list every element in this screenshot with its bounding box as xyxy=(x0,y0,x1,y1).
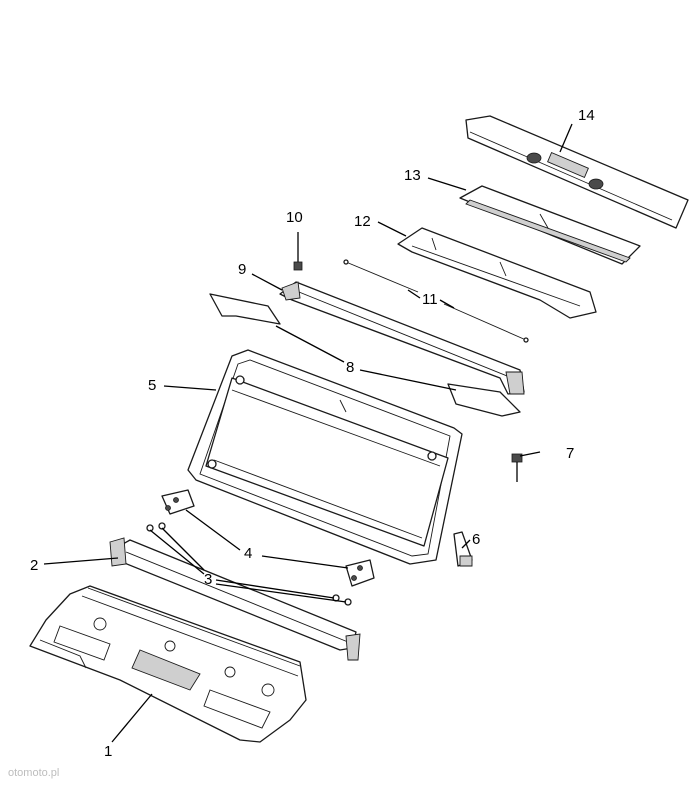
callout-9: 9 xyxy=(238,261,246,278)
part-11-cord-strip xyxy=(343,259,529,343)
callout-13: 13 xyxy=(404,167,421,184)
part-8-right-pad xyxy=(447,383,521,417)
part-6-side-bracket xyxy=(453,531,473,567)
part-12-header-bracket xyxy=(397,227,597,319)
part-8-left-pad xyxy=(209,293,281,325)
callout-12: 12 xyxy=(354,213,371,230)
callout-1: 1 xyxy=(104,743,112,760)
part-1-cowl-panel xyxy=(29,585,307,743)
part-3-nuts xyxy=(146,522,352,606)
callout-8: 8 xyxy=(346,359,354,376)
callout-6: 6 xyxy=(472,531,480,548)
callout-3: 3 xyxy=(204,571,212,588)
callout-11: 11 xyxy=(422,291,438,308)
part-10-bolt xyxy=(293,232,303,271)
part-4-right-hinge xyxy=(345,559,375,587)
part-14-upper-trim-panel xyxy=(465,115,689,229)
callout-14: 14 xyxy=(578,107,595,124)
callout-10: 10 xyxy=(286,209,303,226)
part-9-header-rail xyxy=(279,281,525,395)
callout-4: 4 xyxy=(244,545,252,562)
part-4-left-hinge xyxy=(161,489,195,515)
part-7-bolt xyxy=(511,453,523,482)
part-2-cowl-rail xyxy=(109,537,361,661)
callout-labels: 14 13 12 10 9 11 8 5 7 6 4 3 2 1 xyxy=(30,107,595,760)
callout-2: 2 xyxy=(30,557,38,574)
part-5-windshield-frame xyxy=(187,349,463,565)
callout-7: 7 xyxy=(566,445,574,462)
leader-lines xyxy=(43,123,573,743)
callout-5: 5 xyxy=(148,377,156,394)
part-13-seal-strip xyxy=(459,185,641,265)
watermark: otomoto.pl xyxy=(8,767,59,779)
